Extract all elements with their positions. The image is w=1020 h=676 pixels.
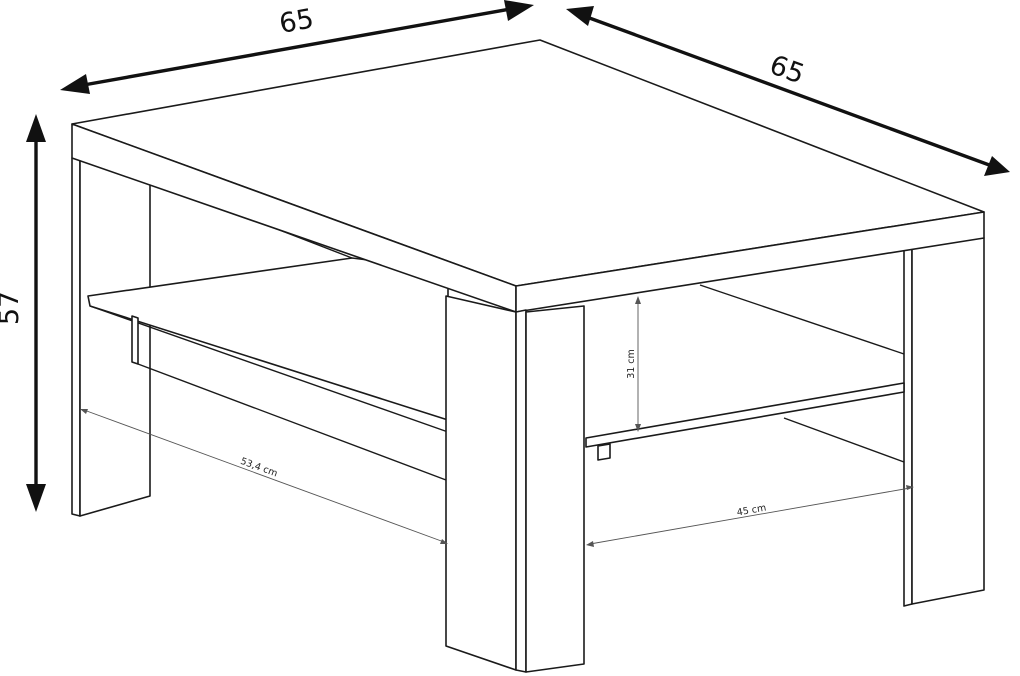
dimension-shelf-clearance: 31 cm — [626, 296, 641, 432]
label-inner-width-side: 45 cm — [736, 503, 767, 519]
dimension-inner-width-side: 45 cm — [586, 485, 914, 547]
tabletop — [71, 39, 985, 313]
leg-back-right — [903, 237, 985, 607]
dimension-height: 57 — [0, 114, 46, 512]
label-top-width: 65 — [277, 3, 316, 39]
leg-front-right — [525, 305, 585, 673]
leg-front-left — [445, 295, 527, 673]
label-inner-width-front: 53,4 cm — [239, 456, 279, 480]
label-height: 57 — [0, 291, 25, 325]
label-shelf-clearance: 31 cm — [626, 349, 637, 379]
dimension-top-width: 65 — [60, 0, 534, 94]
